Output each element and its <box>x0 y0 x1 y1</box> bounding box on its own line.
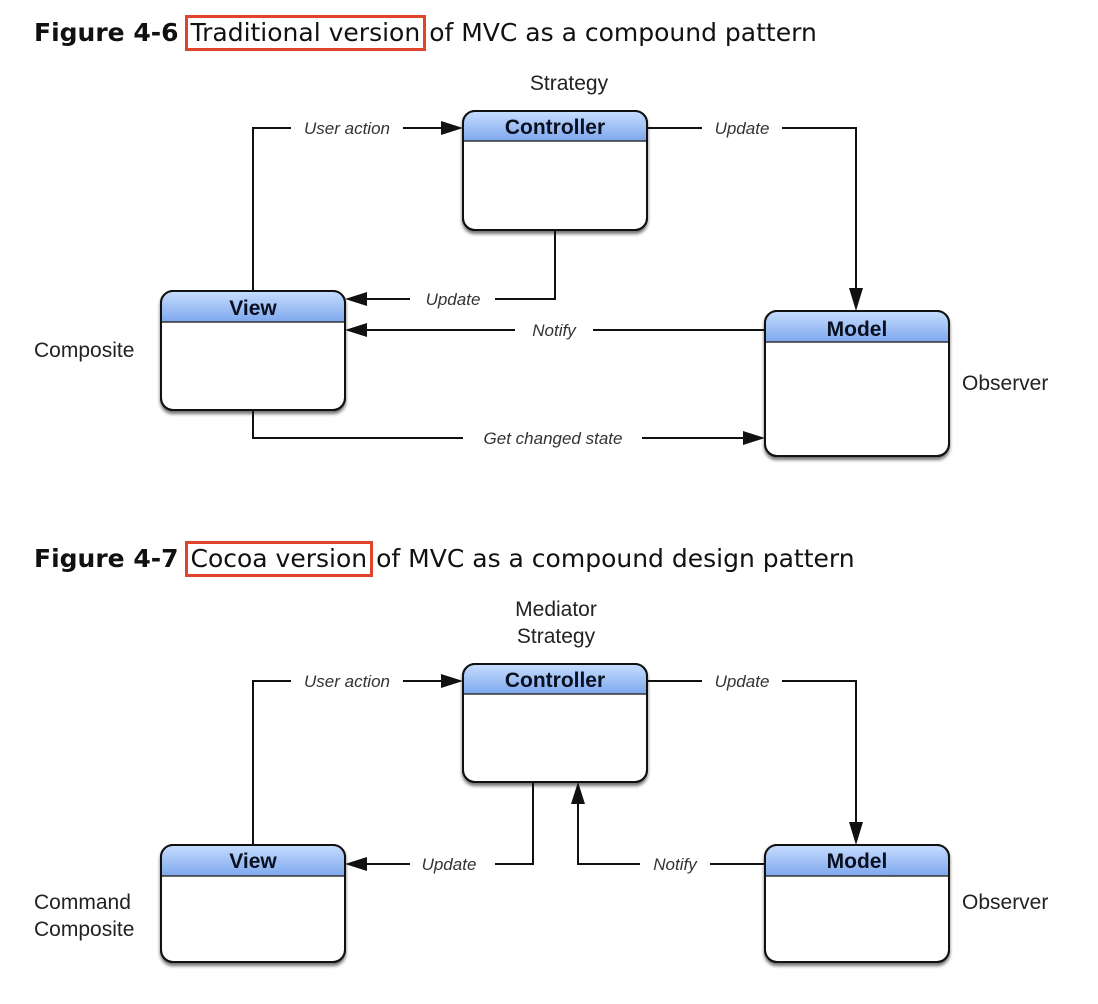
model-notify-view-label: Notify <box>532 321 577 340</box>
figure-number: Figure 4-6 <box>34 18 179 47</box>
view-box: View <box>160 290 346 411</box>
model-notify-controller-label: Notify <box>653 855 698 874</box>
model-box: Model <box>764 844 950 963</box>
view-role-label-2: Composite <box>34 918 134 941</box>
controller-to-view-arrow <box>345 782 534 871</box>
user-action-label: User action <box>304 672 390 691</box>
view-get-state-arrow <box>252 410 765 445</box>
controller-label: Controller <box>505 116 605 139</box>
view-box: View <box>160 844 346 963</box>
controller-box: Controller <box>462 663 648 783</box>
controller-to-view-arrow <box>345 230 556 306</box>
controller-to-model-label: Update <box>715 672 770 691</box>
view-label: View <box>229 297 277 320</box>
user-action-label: User action <box>304 119 390 138</box>
controller-role-label-1: Mediator <box>515 598 597 621</box>
caption-text: of MVC as a compound design pattern <box>376 544 855 573</box>
figure-4-6-diagram: Strategy Composite Observer Controller V… <box>34 72 1048 457</box>
model-box: Model <box>764 310 950 457</box>
controller-label: Controller <box>505 669 605 692</box>
view-label: View <box>229 850 277 873</box>
figure-4-7-diagram: Mediator Strategy Command Composite Obse… <box>34 598 1048 963</box>
controller-role-label: Strategy <box>530 72 609 95</box>
highlighted-phrase: Traditional version <box>184 15 427 51</box>
highlighted-phrase: Cocoa version <box>184 541 374 577</box>
controller-to-model-arrow <box>647 680 863 845</box>
model-label: Model <box>827 318 888 341</box>
model-label: Model <box>827 850 888 873</box>
controller-to-view-label: Update <box>426 290 481 309</box>
user-action-arrow <box>252 121 463 291</box>
view-role-label: Composite <box>34 339 134 362</box>
model-role-label: Observer <box>962 891 1048 914</box>
model-role-label: Observer <box>962 372 1048 395</box>
controller-box: Controller <box>462 110 648 231</box>
controller-to-model-arrow <box>647 127 863 311</box>
view-get-state-label: Get changed state <box>484 429 623 448</box>
caption-text: of MVC as a compound pattern <box>429 18 817 47</box>
model-notify-controller-arrow <box>571 782 765 865</box>
controller-role-label-2: Strategy <box>517 625 596 648</box>
controller-to-view-label: Update <box>422 855 477 874</box>
controller-to-model-label: Update <box>715 119 770 138</box>
user-action-arrow <box>252 674 463 845</box>
view-role-label-1: Command <box>34 891 131 914</box>
model-notify-view-arrow <box>345 323 765 337</box>
figure-number: Figure 4-7 <box>34 544 179 573</box>
